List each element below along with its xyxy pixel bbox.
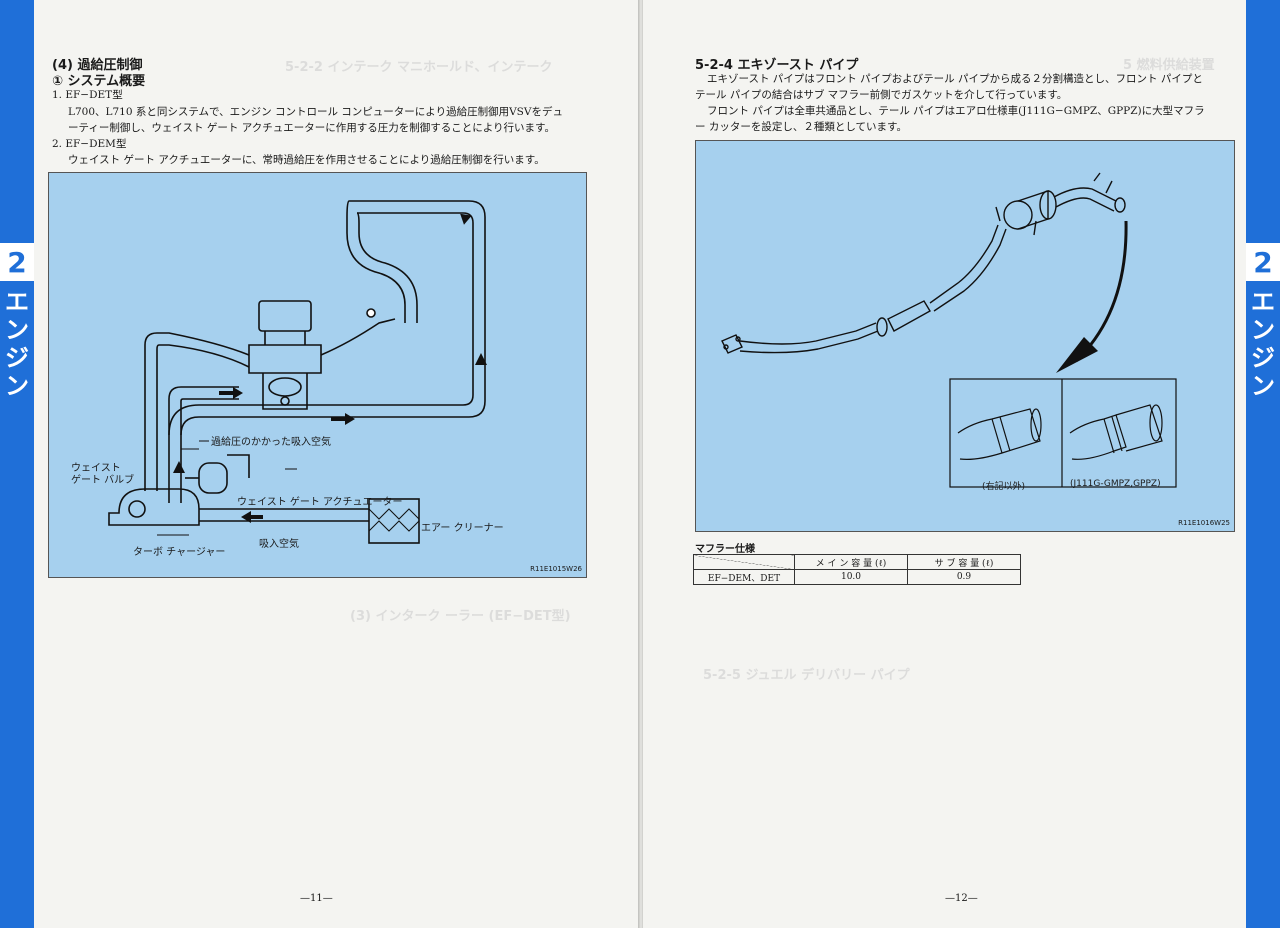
figure-code: R11E1015W26 <box>530 565 582 573</box>
bleed-through-text: 5-2-5 ジュエル デリバリー パイプ <box>703 668 910 683</box>
item2-title: 2. EF−DEM型 <box>52 138 127 150</box>
figure-code: R11E1016W25 <box>1178 519 1230 527</box>
turbocharger-body <box>108 488 200 526</box>
chapter-title-left: エンジン <box>5 288 29 400</box>
para2-line2: ー カッターを設定し、２種類としています。 <box>695 121 907 133</box>
boost-control-diagram: 過給圧のかかった吸入空気 ウェイスト ゲート バルブ ウェイスト ゲート アクチ… <box>48 172 587 578</box>
section-heading: (4) 過給圧制御 <box>52 58 143 73</box>
sub-muffler <box>887 300 931 332</box>
intake-plenum <box>258 300 312 332</box>
flow-arrow <box>241 511 263 523</box>
charge-pipe-inner <box>168 212 474 503</box>
main-muffler <box>1003 200 1033 230</box>
table-corner-cell <box>693 554 795 570</box>
label-wastegate-valve-line1: ウェイスト <box>71 463 121 474</box>
bleed-through-text: (3) インターク ーラー (EF−DET型) <box>350 609 571 624</box>
chapter-number-right: 2 <box>1246 243 1280 281</box>
para1-line2: テール パイプの結合はサブ マフラー前側でガスケットを介して行っています。 <box>695 89 1068 101</box>
tail-exit <box>1114 197 1126 213</box>
left-page: 2 エンジン 5-2-2 インテーク マニホールド、インテーク 5-2-3 ター… <box>0 0 640 928</box>
item1-line1: L700、L710 系と同システムで、エンジン コントロール コンピューターによ… <box>68 106 563 118</box>
para1-line1: エキゾースト パイプはフロント パイプおよびテール パイプから成る２分割構造とし… <box>707 73 1203 85</box>
charge-pipe-outer <box>180 200 486 503</box>
table-row-label: EF−DEM、DET <box>693 569 795 585</box>
exhaust-pipe-diagram: (右記以外) (J111G-GMPZ,GPPZ) R11E1016W25 <box>695 140 1235 532</box>
table-row: EF−DEM、DET 10.0 0.9 <box>693 569 1021 585</box>
table-header-sub: サ ブ 容 量 (ℓ) <box>907 554 1021 570</box>
standard-tail-tip <box>957 408 1041 460</box>
flow-arrow <box>331 413 355 425</box>
chapter-tab-left: 2 エンジン <box>0 0 34 928</box>
table-header-row: メ イ ン 容 量 (ℓ) サ ブ 容 量 (ℓ) <box>693 554 1021 570</box>
label-intake-air: 吸入空気 <box>259 539 299 550</box>
table-cell-main: 10.0 <box>794 569 908 585</box>
chapter-number-left: 2 <box>0 243 34 281</box>
chapter-title-right: エンジン <box>1251 288 1275 400</box>
flow-arrow <box>219 387 243 399</box>
inset-caption-standard: (右記以外) <box>982 482 1026 492</box>
chapter-tab-right: 2 エンジン <box>1246 0 1280 928</box>
bleed-through-text: 5 燃料供給装置 <box>1123 58 1215 73</box>
section-heading: 5-2-4 エキゾースト パイプ <box>695 58 859 73</box>
cylinder-head <box>248 344 322 374</box>
muffler-spec-table: メ イ ン 容 量 (ℓ) サ ブ 容 量 (ℓ) EF−DEM、DET 10.… <box>693 554 1021 585</box>
flow-arrow <box>460 213 472 225</box>
exhaust-pipe-illustration <box>721 172 1177 488</box>
flow-arrow <box>475 353 487 365</box>
table-title: マフラー仕様 <box>695 544 755 555</box>
label-turbocharger: ターボ チャージャー <box>133 547 226 558</box>
bleed-through-text: 5-2-2 インテーク マニホールド、インテーク <box>285 60 553 75</box>
subsection-heading: ① システム概要 <box>52 74 146 89</box>
aero-tail-tip <box>1069 414 1127 460</box>
piston <box>268 377 302 397</box>
label-wastegate-valve-line2: ゲート バルブ <box>71 475 135 486</box>
flow-arrow <box>173 461 185 473</box>
page-number: —12— <box>945 893 978 904</box>
muffler-cutter-inset <box>949 378 1177 488</box>
right-page: 2 エンジン 5-2-5 ジュエル デリバリー パイプ 5 燃料供給装置 5-2… <box>643 0 1280 928</box>
inset-caption-aero: (J111G-GMPZ,GPPZ) <box>1070 479 1161 489</box>
item1-line2: ーティー制御し、ウェイスト ゲート アクチュエーターに作用する圧力を制御すること… <box>68 122 555 134</box>
item2-line1: ウェイスト ゲート アクチュエーターに、常時過給圧を作用させることにより過給圧制… <box>68 154 545 166</box>
item1-title: 1. EF−DET型 <box>52 89 123 101</box>
label-boosted-intake-air: 過給圧のかかった吸入空気 <box>211 437 331 448</box>
para2-line1: フロント パイプは全車共通品とし、テール パイプはエアロ仕様車(J111G−GM… <box>707 105 1205 117</box>
boost-system-schematic <box>108 200 487 544</box>
page-number: —11— <box>300 893 333 904</box>
wastegate-actuator <box>198 462 228 494</box>
label-air-cleaner: エアー クリーナー <box>421 523 504 534</box>
label-wastegate-actuator: ウェイスト ゲート アクチュエーター <box>237 497 403 508</box>
cylinder-block <box>262 373 308 410</box>
spine-gutter <box>638 0 644 928</box>
table-header-main: メ イ ン 容 量 (ℓ) <box>794 554 908 570</box>
table-cell-sub: 0.9 <box>907 569 1021 585</box>
